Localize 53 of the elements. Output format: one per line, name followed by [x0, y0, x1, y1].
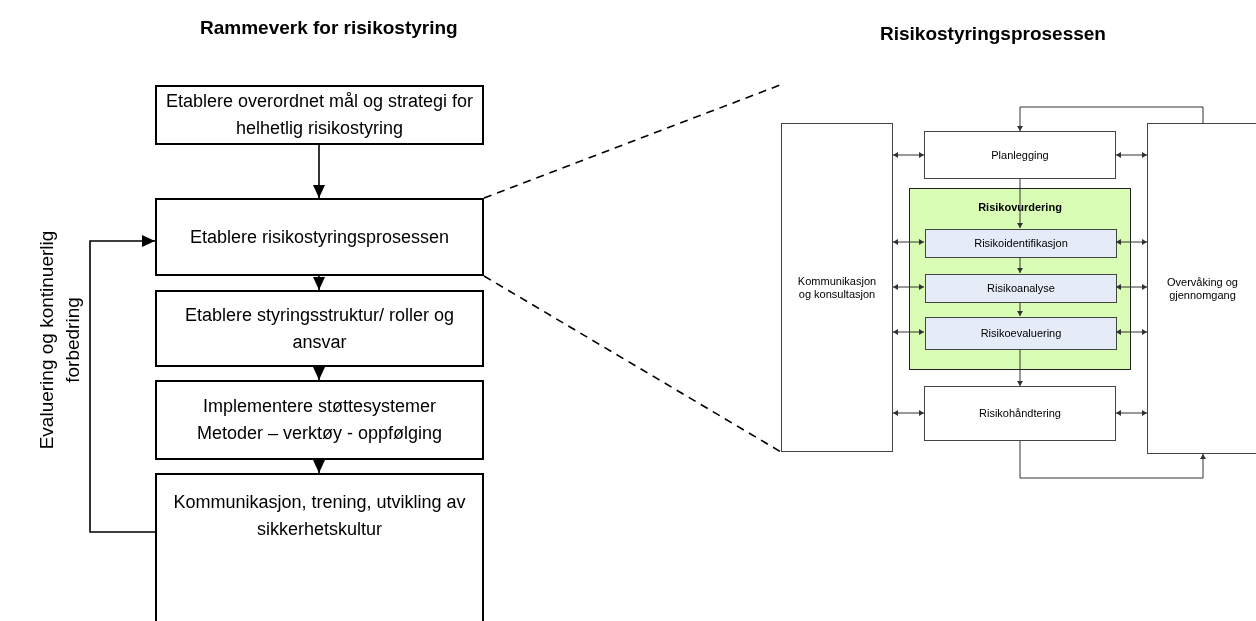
box-label: Metoder – verktøy - oppfølging [196, 422, 443, 445]
process-box [155, 290, 484, 367]
heading: Risikostyringsprosessen [880, 22, 1106, 46]
box-label: Implementere støttesystemer [202, 395, 437, 418]
box-label: Etablere risikostyringsprosessen [189, 225, 450, 249]
arrow [1017, 301, 1023, 317]
arrow [892, 152, 925, 158]
process-box [924, 131, 1116, 179]
box-label: Kommunikasjon, trening, utvikling av sikkerhetskultur [172, 491, 467, 541]
group-box [909, 188, 1131, 370]
process-box [924, 386, 1116, 441]
box-label: Kommunikasjon og konsultasjon [796, 274, 878, 301]
side-label: Evaluering og kontinuerlig forbedring [35, 229, 84, 452]
process-box [781, 123, 893, 452]
arrow [313, 144, 325, 199]
group-title: Risikovurdering [977, 201, 1063, 213]
box-label: Overvåking og gjennomgang [1166, 275, 1239, 302]
arrow [1115, 410, 1148, 416]
arrow [1115, 329, 1148, 335]
box-label: Planlegging [991, 148, 1049, 162]
arrow [313, 366, 325, 381]
dashed-line [483, 84, 781, 199]
arrow [313, 459, 325, 474]
box-label: Risikoevaluering [980, 326, 1062, 342]
arrow [1017, 178, 1023, 229]
process-box [155, 473, 484, 621]
arrow [89, 235, 156, 533]
box-label: Etablere styringsstruktur/ roller og ansvar [183, 303, 456, 354]
arrow [1017, 256, 1023, 274]
arrow [1115, 239, 1148, 245]
arrow [892, 329, 925, 335]
process-box [155, 380, 484, 460]
box-label: Risikoidentifikasjon [974, 236, 1068, 252]
arrow [892, 284, 925, 290]
box-label: Risikohåndtering [979, 407, 1061, 420]
arrow [1115, 152, 1148, 158]
process-box [925, 274, 1117, 303]
process-box [1147, 123, 1256, 454]
box-label: Etablere overordnet mål og strategi for helhetlig risikostyring [165, 90, 474, 140]
heading: Rammeverk for risikostyring [200, 16, 458, 40]
arrow [313, 275, 325, 291]
process-box [925, 317, 1117, 350]
arrow [1017, 106, 1204, 132]
arrow [1019, 440, 1206, 479]
box-label: Risikoanalyse [987, 281, 1055, 297]
dashed-line [483, 275, 782, 453]
process-box [155, 198, 484, 276]
arrow [892, 239, 925, 245]
arrow [1115, 284, 1148, 290]
arrow [892, 410, 925, 416]
process-box [925, 229, 1117, 258]
arrow [1017, 348, 1023, 387]
process-box [155, 85, 484, 145]
